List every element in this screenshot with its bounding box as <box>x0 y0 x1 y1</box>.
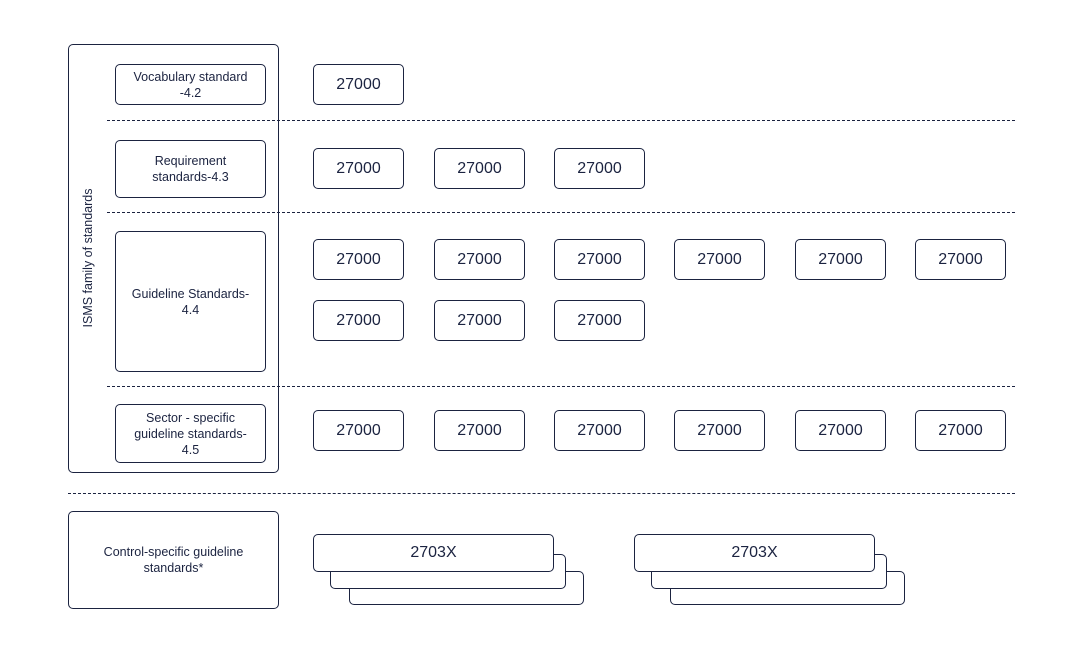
row-divider <box>107 212 1015 213</box>
standard-box: 27000 <box>674 410 765 451</box>
category-guideline: Guideline Standards- 4.4 <box>115 231 266 372</box>
standard-box: 27000 <box>313 148 404 189</box>
standard-box: 27000 <box>313 64 404 105</box>
category-vocabulary: Vocabulary standard -4.2 <box>115 64 266 105</box>
standard-box: 27000 <box>554 410 645 451</box>
standard-box: 27000 <box>313 300 404 341</box>
standard-box: 27000 <box>554 148 645 189</box>
standard-box: 27000 <box>434 300 525 341</box>
standard-box: 27000 <box>313 239 404 280</box>
standard-box: 27000 <box>915 239 1006 280</box>
row-divider <box>107 386 1015 387</box>
standard-box: 27000 <box>554 300 645 341</box>
standard-box: 27000 <box>434 148 525 189</box>
isms-family-frame <box>68 44 279 473</box>
standard-box: 27000 <box>674 239 765 280</box>
row-divider <box>107 120 1015 121</box>
section-divider <box>68 493 1015 494</box>
standard-box: 27000 <box>795 410 886 451</box>
standard-box: 27000 <box>795 239 886 280</box>
category-sector-specific: Sector - specific guideline standards- 4… <box>115 404 266 463</box>
standard-box: 27000 <box>434 239 525 280</box>
stacked-card-front: 2703X <box>313 534 554 572</box>
standard-box: 27000 <box>434 410 525 451</box>
category-control-specific: Control-specific guideline standards* <box>68 511 279 609</box>
stacked-card-front: 2703X <box>634 534 875 572</box>
standard-box: 27000 <box>313 410 404 451</box>
standard-box: 27000 <box>915 410 1006 451</box>
standard-box: 27000 <box>554 239 645 280</box>
isms-family-label: ISMS family of standards <box>81 188 95 328</box>
category-requirement: Requirement standards-4.3 <box>115 140 266 198</box>
